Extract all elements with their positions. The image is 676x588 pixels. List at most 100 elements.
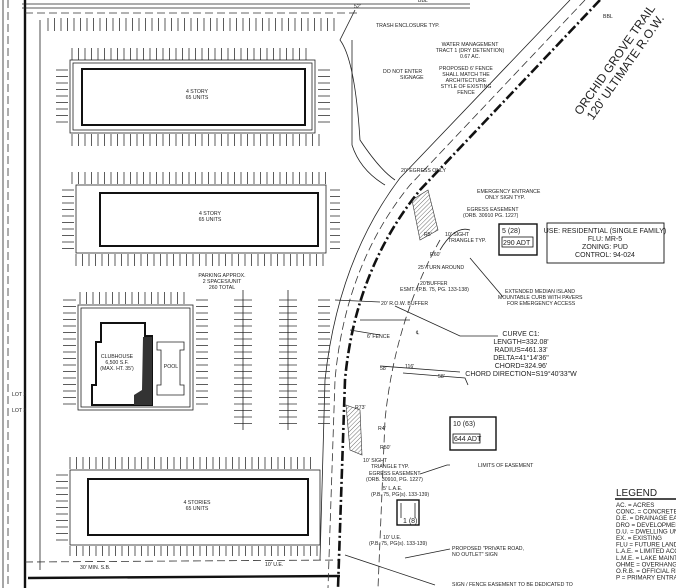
svg-text:BBL: BBL	[603, 14, 613, 20]
svg-text:PROPOSED "PRIVATE ROAD,: PROPOSED "PRIVATE ROAD,	[452, 546, 524, 552]
building-1: 4 STORY 65 UNITS	[81, 68, 306, 126]
legend-item: AC. = ACRES	[616, 502, 654, 509]
svg-text:EGRESS EASEMENT: EGRESS EASEMENT	[467, 207, 519, 213]
svg-text:SHALL MATCH THE: SHALL MATCH THE	[442, 72, 490, 78]
building-2-units: 65 UNITS	[199, 217, 222, 223]
svg-text:290 ADT: 290 ADT	[503, 240, 531, 247]
svg-text:R5': R5'	[424, 232, 432, 238]
property-boundaries	[2, 0, 470, 588]
svg-text:30' MIN. S.B.: 30' MIN. S.B.	[80, 565, 110, 571]
svg-text:ONLY SIGN TYP.: ONLY SIGN TYP.	[485, 195, 525, 201]
svg-text:1 (8): 1 (8)	[403, 518, 417, 525]
legend-item: OHME = OVERHANG MAINTENANCE EASEMENT	[616, 561, 676, 568]
svg-text:ARCHITECTURE: ARCHITECTURE	[446, 78, 487, 84]
use-box: USE: RESIDENTIAL (SINGLE FAMILY) FLU: MR…	[544, 222, 666, 264]
pool: POOL	[156, 341, 185, 396]
svg-text:BBL: BBL	[418, 0, 428, 4]
building-3-units: 65 UNITS	[186, 506, 209, 512]
svg-text:FLU: MR-5: FLU: MR-5	[588, 236, 622, 243]
svg-text:CURVE C1:: CURVE C1:	[502, 331, 539, 338]
parking-islands	[69, 59, 327, 546]
traffic-box-1: 5 (28) 290 ADT	[498, 223, 538, 256]
orchid-grove-road	[319, 0, 601, 588]
svg-text:MOUNTABLE CURB WITH PAVERS: MOUNTABLE CURB WITH PAVERS	[498, 295, 583, 301]
parking-note-1: PARKING APPROX.	[198, 273, 245, 279]
callouts: BBL BBL 52' TRASH ENCLOSURE TYP. WATER M…	[80, 0, 613, 588]
median-island	[439, 228, 471, 251]
svg-text:R60': R60'	[430, 252, 441, 258]
svg-text:SIGNAGE: SIGNAGE	[400, 75, 424, 81]
traffic-box-2: 10 (63) 644 ADT	[449, 416, 497, 451]
svg-text:EGRESS EASEMENT: EGRESS EASEMENT	[369, 471, 421, 477]
svg-text:10' U.E.: 10' U.E.	[265, 562, 283, 568]
svg-text:644 ADT: 644 ADT	[454, 436, 482, 443]
svg-text:℄: ℄	[415, 330, 420, 336]
svg-text:LIMITS OF EASEMENT: LIMITS OF EASEMENT	[478, 463, 534, 469]
svg-text:R50': R50'	[380, 445, 391, 451]
svg-text:TRIANGLE TYP.: TRIANGLE TYP.	[448, 238, 486, 244]
svg-text:R73': R73'	[355, 405, 366, 411]
svg-text:TRACT 1 (DRY DETENTION): TRACT 1 (DRY DETENTION)	[436, 48, 505, 54]
svg-text:SIGN / FENCE EASEMENT TO BE DE: SIGN / FENCE EASEMENT TO BE DEDICATED TO	[452, 582, 573, 588]
svg-text:116': 116'	[405, 364, 414, 370]
svg-text:ZONING: PUD: ZONING: PUD	[582, 244, 628, 251]
svg-text:6' FENCE: 6' FENCE	[367, 334, 390, 340]
svg-text:CONTROL: 94-024: CONTROL: 94-024	[575, 252, 635, 259]
road-name: ORCHID GROVE TRAIL 120' ULTIMATE R.O.W.	[571, 2, 667, 123]
svg-text:CHORD=324.96': CHORD=324.96'	[495, 363, 548, 370]
svg-text:STYLE OF EXISTING: STYLE OF EXISTING	[441, 84, 492, 90]
parking-note: PARKING APPROX. 2 SPACES/UNIT 260 TOTAL	[198, 273, 245, 291]
svg-text:EMERGENCY ENTRANCE: EMERGENCY ENTRANCE	[477, 189, 541, 195]
svg-text:RADIUS=461.33': RADIUS=461.33'	[494, 347, 547, 354]
clubhouse-area: 6,500 S.F.	[105, 360, 128, 366]
svg-text:TRIANGLE TYP.: TRIANGLE TYP.	[371, 464, 409, 470]
legend-title: LEGEND	[616, 488, 657, 499]
legend-item: O.R.B. = OFFICIAL RECORDS BOOK	[616, 568, 676, 575]
svg-text:(P.B. 75, PG(s). 133-139): (P.B. 75, PG(s). 133-139)	[369, 541, 427, 547]
svg-text:FENCE: FENCE	[457, 90, 475, 96]
legend-item: EX. = EXISTING	[616, 535, 662, 542]
egress-easement-hatch-south	[345, 404, 363, 456]
svg-text:(P.B. 75, PG(s). 133-139): (P.B. 75, PG(s). 133-139)	[371, 492, 429, 498]
building-1-stories: 4 STORY	[186, 89, 209, 95]
svg-text:20' R.O.W. BUFFER: 20' R.O.W. BUFFER	[381, 301, 428, 307]
curve-c1-data: CURVE C1: LENGTH=332.08' RADIUS=461.33' …	[394, 305, 577, 378]
egress-easement-hatch-north	[411, 189, 439, 241]
legend-item: D.E. = DRAINAGE EASEMENT	[616, 515, 676, 522]
clubhouse: CLUBHOUSE 6,500 S.F. (MAX. HT. 35')	[91, 322, 153, 406]
svg-text:NO OUTLET" SIGN: NO OUTLET" SIGN	[452, 552, 498, 558]
legend-item: D.U. = DWELLING UNIT	[616, 528, 676, 535]
building-2-stories: 4 STORY	[199, 211, 222, 217]
building-3: 4 STORIES 65 UNITS	[87, 478, 309, 536]
svg-text:PROPOSED 6' FENCE: PROPOSED 6' FENCE	[439, 66, 493, 72]
parking-note-2: 2 SPACES/UNIT	[203, 279, 242, 285]
svg-text:CHORD DIRECTION=S19°40'33"W: CHORD DIRECTION=S19°40'33"W	[465, 370, 577, 378]
svg-text:25' TURN AROUND: 25' TURN AROUND	[418, 265, 464, 271]
svg-text:52': 52'	[354, 4, 361, 10]
legend-item: P = PRIMARY ENTRANCE	[616, 575, 676, 582]
svg-text:5' L.A.E.: 5' L.A.E.	[383, 486, 402, 492]
svg-text:20' EGRESS ONLY: 20' EGRESS ONLY	[401, 168, 447, 174]
legend-item: CONC. = CONCRETE	[616, 509, 676, 516]
svg-text:(ORB. 30910, PG. 1227): (ORB. 30910, PG. 1227)	[366, 477, 423, 483]
clubhouse-height: (MAX. HT. 35')	[100, 366, 134, 372]
parking-note-3: 260 TOTAL	[209, 285, 235, 291]
svg-text:20'BUFFER: 20'BUFFER	[420, 281, 448, 287]
svg-text:EXTENDED MEDIAN ISLAND: EXTENDED MEDIAN ISLAND	[505, 289, 575, 295]
svg-text:LENGTH=332.08': LENGTH=332.08'	[493, 339, 548, 346]
building-2: 4 STORY 65 UNITS	[99, 192, 319, 247]
svg-text:WATER MANAGEMENT: WATER MANAGEMENT	[442, 42, 500, 48]
svg-text:58': 58'	[438, 374, 445, 380]
svg-text:R4': R4'	[378, 426, 386, 432]
traffic-box-3: 1 (8)	[396, 499, 420, 526]
svg-text:DELTA=41°14'36": DELTA=41°14'36"	[493, 354, 549, 362]
lot-3-label: LOT 3	[12, 408, 26, 414]
svg-text:(ORB. 30910 PG. 1227): (ORB. 30910 PG. 1227)	[463, 213, 519, 219]
svg-text:10 (63): 10 (63)	[453, 421, 475, 428]
svg-text:58': 58'	[380, 366, 387, 372]
building-3-stories: 4 STORIES	[183, 500, 211, 506]
lot-2-label: LOT 2	[12, 392, 26, 398]
svg-text:10' SIGHT: 10' SIGHT	[445, 232, 470, 238]
